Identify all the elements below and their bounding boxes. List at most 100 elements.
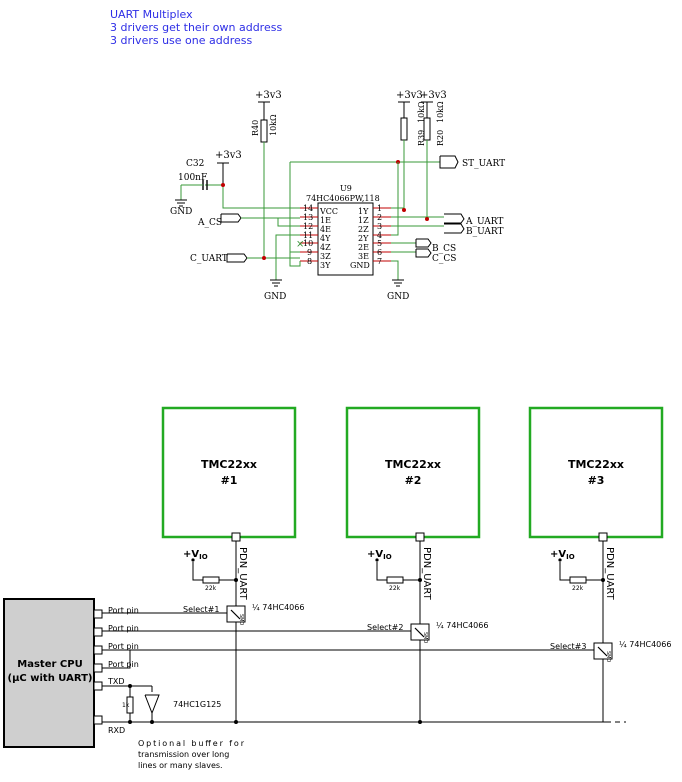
cpu-port-pin [93,645,103,655]
r40-power-label: +3v3 [255,90,282,101]
left-gnd-label: GND [264,292,286,302]
pin-num: 8 [307,257,312,266]
switch-blade [414,627,425,638]
pin-name: 1Z [358,216,369,225]
r39-value: 10kΩ [417,101,426,123]
cpu-port-pin [93,663,103,673]
2y-wire [391,162,399,236]
3z-3y-wire [289,251,301,267]
pin-name: 2Y [358,234,369,243]
pin-name: 4Y [320,234,331,243]
pin-name: 2Z [358,225,369,234]
port-pin-label-1: Port pin [108,606,139,615]
u9-body [317,202,374,276]
pin-num: 5 [377,239,382,248]
chip2-vio-label: +VIO [367,549,392,561]
u9-right-pins: 1 1Y 2 1Z 3 2Z 4 2Y 5 2E 6 3E 7 GND [350,204,382,270]
c32-ref: C32 [186,159,204,169]
a-cs-4e-wire [277,218,300,227]
r40-ref: R40 [251,120,260,136]
pin-num: 2 [377,213,382,222]
no-connect-mark: × [296,239,304,250]
pdn-pin [231,532,241,542]
pin-name: 3Y [320,261,331,270]
cpu-port-pin [93,627,103,637]
port-pin-label-2: Port pin [108,624,139,633]
chip2-name: TMC22xx [385,458,441,471]
buffer-triangle [144,694,160,715]
txd-label: TXD [107,677,125,686]
gnd-right-wire [391,260,399,280]
pullup-1k-label: 1k [122,702,130,709]
pin-name: 4E [320,225,331,234]
pin-num: 12 [303,222,313,231]
cpu-title: Master CPU [17,659,82,670]
buffer-note-line2: transmission over long [138,750,229,759]
pullup-junction [418,578,422,582]
pin-name: GND [350,261,370,270]
tmc-chip-2 [345,406,481,539]
block-diagram [3,406,664,748]
pin-name: 3Z [320,252,331,261]
c32-junction [221,183,225,187]
pin-num: 7 [377,257,382,266]
chip1-pdn-label: PDN_UART [237,547,248,601]
vio-dot [558,558,562,562]
c-cs-port [415,248,432,258]
switch1-mark: SMD [238,614,244,625]
cpu-port-pin [93,681,103,691]
right-gnd-label: GND [387,292,409,302]
pin-num: 9 [307,248,312,257]
tmc-chip-1 [161,406,297,539]
pin-num: 1 [377,204,382,213]
buffer-note-line1: Optional buffer for [138,739,245,748]
rxd-label: RXD [108,726,125,735]
vio-wire [559,562,570,581]
port-pin-label-3: Port pin [108,642,139,651]
note-line-one-address: 3 drivers use one address [110,34,253,47]
c-uart-port [226,253,248,263]
c32-gnd-label: GND [170,207,192,217]
b-uart-label: B_UART [466,227,504,237]
master-cpu [3,598,95,748]
chip3-name: TMC22xx [568,458,624,471]
notes-block: UART Multiplex 3 drivers get their own a… [110,8,282,47]
vio-dot [191,558,195,562]
port-pin-4-line [102,650,131,669]
st-uart-port [439,155,459,169]
pullup-22k [569,576,587,584]
pin-num: 4 [377,231,382,240]
vio-dot [375,558,379,562]
pin-num: 11 [303,231,313,240]
r20-power-label: +3v3 [420,90,447,101]
a-cs-label: A_CS [197,218,222,228]
pullup-22k [386,576,404,584]
pullup-junction [234,578,238,582]
r40-body [260,119,268,143]
buffer-note-line3: lines or many slaves. [138,761,223,770]
r40-value: 10kΩ [269,114,278,136]
note-title: UART Multiplex [110,8,193,21]
pdn-pin [598,532,608,542]
r39-body [400,117,408,141]
switch-blade [597,646,608,657]
chip2-res-label: 22k [389,585,401,592]
r39-power-label: +3v3 [396,90,423,101]
wires [175,101,465,287]
r39-ref: R39 [417,130,426,146]
switch-blade [230,609,241,620]
vcc-wire [205,184,300,209]
c32-value: 100nF [178,173,207,183]
u9-left-pins: 14 VCC 13 1E 12 4E 11 4Y 10 4Z 9 3Z 8 3Y [303,204,338,270]
pullup-22k [202,576,220,584]
chip3-res-label: 22k [572,585,584,592]
pin-num: 6 [377,248,382,257]
st-uart-label: ST_UART [462,159,505,169]
rxd-junction [150,720,154,724]
rxd-junction [418,720,422,724]
pin-name: 4Z [320,243,331,252]
chip3-pdn-label: PDN_UART [604,547,615,601]
pin-num: 13 [303,213,313,222]
pin-name: 3E [358,252,369,261]
r20-value: 10kΩ [436,101,445,123]
